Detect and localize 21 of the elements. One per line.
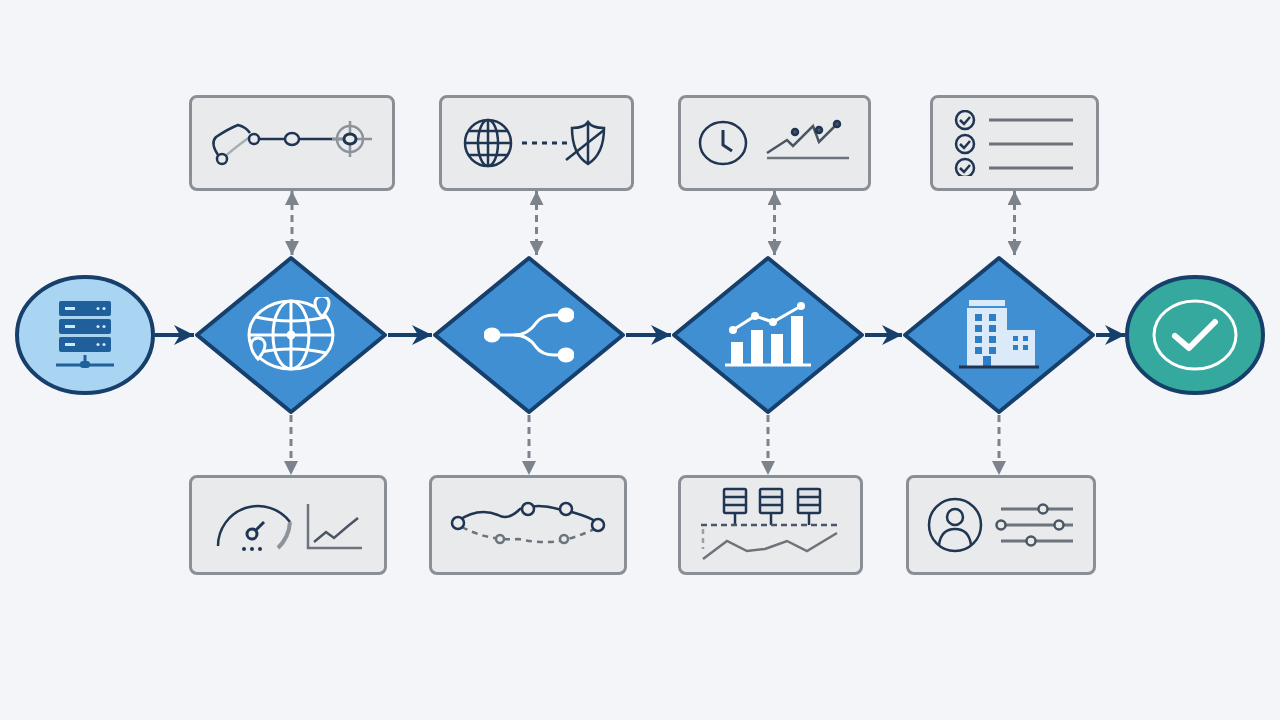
icon-card: [930, 95, 1099, 191]
dashed-arrow: [284, 415, 298, 475]
flow-arrow: [865, 325, 902, 345]
dashed-arrow: [1007, 191, 1022, 255]
flow-arrow: [388, 325, 432, 345]
dashed-arrow: [761, 415, 775, 475]
flow-arrow: [626, 325, 671, 345]
icon-card: [678, 475, 863, 575]
flow-arrow: [155, 325, 194, 345]
icon-card: [189, 475, 387, 575]
dashed-arrow: [992, 415, 1006, 475]
dashed-arrow: [285, 191, 299, 255]
dashed-arrow: [529, 191, 544, 255]
dashed-arrow: [767, 191, 782, 255]
flow-arrow: [1096, 325, 1125, 345]
icon-card: [189, 95, 395, 191]
icon-card: [429, 475, 627, 575]
dashed-arrow: [522, 415, 536, 475]
icon-card: [678, 95, 871, 191]
icon-card: [906, 475, 1096, 575]
icon-card: [439, 95, 634, 191]
